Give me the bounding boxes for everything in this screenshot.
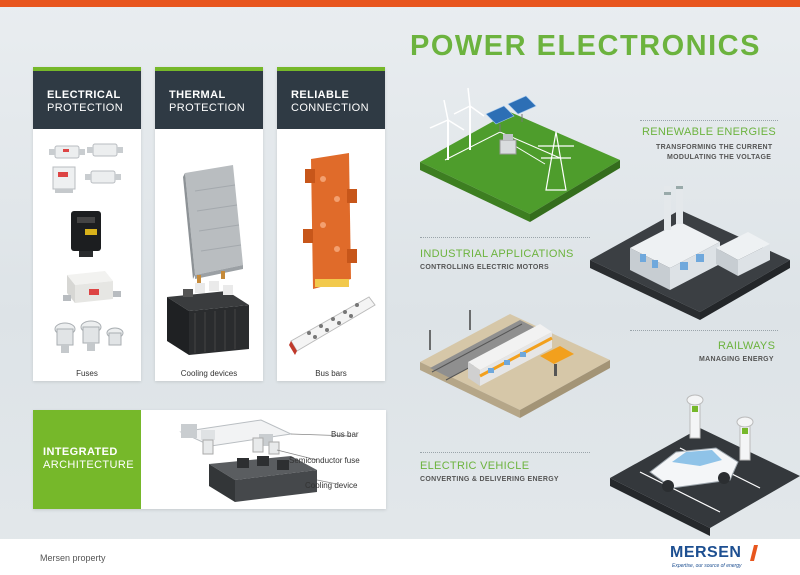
leader-fuse (276, 449, 318, 461)
heat-sink-block (167, 281, 249, 355)
busbar-laminated (289, 296, 376, 355)
footer: Mersen property MERSEN Expertise, our so… (0, 539, 800, 575)
transformer-icon (499, 134, 517, 155)
label-cooling-device: Cooling device (305, 481, 358, 490)
label-bus-bar: Bus bar (331, 430, 359, 439)
integrated-architecture-panel: INTEGRATED ARCHITECTURE Bus bar Semicond… (33, 410, 386, 509)
fuse-blades (54, 320, 124, 353)
card-reliable-connection: RELIABLE CONNECTION Bus bars (277, 67, 385, 381)
cold-plate (183, 165, 243, 283)
card-header: THERMAL PROTECTION (155, 71, 263, 129)
app-title-renewable: RENEWABLE ENERGIES (642, 126, 776, 138)
bus-bars-illustration (289, 153, 376, 355)
card-title-line2: PROTECTION (169, 102, 246, 114)
industrial-tile (590, 180, 790, 320)
card-header: ELECTRICAL PROTECTION (33, 71, 141, 129)
tram-stop-icon (540, 346, 574, 376)
integrated-assembly-illustration (179, 419, 352, 502)
assembly-fuses (202, 437, 280, 455)
card-title-line1: ELECTRICAL (47, 89, 121, 101)
fuse-small-2 (87, 143, 123, 157)
card-title-line1: THERMAL (169, 89, 226, 101)
solar-panel-icon (485, 95, 537, 132)
tram-icon (468, 324, 553, 386)
fuse-square-1 (52, 166, 76, 193)
app-title-industrial: INDUSTRIAL APPLICATIONS (420, 248, 574, 260)
leader-busbar (290, 433, 352, 437)
logo-tagline: Expertise, our source of energy (672, 563, 742, 569)
mersen-logo: MERSEN Expertise, our source of energy (670, 544, 762, 572)
app-title-railways: RAILWAYS (718, 340, 776, 352)
fuse-holder-black (71, 211, 101, 257)
card-header: RELIABLE CONNECTION (277, 71, 385, 129)
footer-property-text: Mersen property (40, 553, 106, 563)
wind-turbine-icon (429, 99, 465, 160)
fuse-small-1 (49, 145, 85, 159)
app-subtitle-renewable-1: TRANSFORMING THE CURRENT (656, 144, 773, 151)
card-caption: Fuses (76, 369, 98, 378)
card-caption: Bus bars (315, 369, 347, 378)
ev-tile (610, 394, 800, 536)
leader-cooling (316, 479, 338, 485)
fuses-illustration (49, 143, 124, 353)
cooling-devices-illustration (167, 165, 249, 355)
factory-building-icon (630, 222, 720, 290)
top-accent-bar (0, 0, 800, 7)
app-subtitle-renewable-2: MODULATING THE VOLTAGE (667, 154, 772, 161)
card-caption: Cooling devices (180, 369, 238, 378)
label-semiconductor-fuse: Semiconductor fuse (289, 456, 360, 465)
fuse-small-3 (85, 170, 121, 184)
page-title: POWER ELECTRONICS (410, 30, 761, 62)
app-subtitle-ev: CONVERTING & DELIVERING ENERGY (420, 476, 559, 483)
integrated-title-line2: ARCHITECTURE (43, 459, 134, 471)
chimney-icon (664, 180, 683, 230)
card-title-line1: RELIABLE (291, 89, 350, 101)
factory-annex-icon (716, 232, 770, 276)
card-title-line2: PROTECTION (47, 102, 124, 114)
car-icon (649, 447, 739, 492)
divider-railways (630, 330, 778, 331)
renewable-tile (420, 87, 620, 222)
assembly-cooling (209, 456, 317, 502)
wind-turbine-icon (453, 87, 485, 150)
railways-tile (420, 310, 610, 418)
charging-station-icon (686, 394, 704, 439)
card-title-line2: CONNECTION (291, 102, 369, 114)
divider-renewable (640, 120, 778, 121)
logo-wordmark: MERSEN (670, 544, 742, 561)
app-subtitle-railways: MANAGING ENERGY (699, 356, 774, 363)
app-subtitle-industrial: CONTROLLING ELECTRIC MOTORS (420, 264, 549, 271)
app-title-ev: ELECTRIC VEHICLE (420, 460, 530, 472)
card-electrical-protection: ELECTRICAL PROTECTION Fuses (33, 67, 141, 381)
integrated-title-line1: INTEGRATED (43, 446, 118, 458)
logo-accent-icon (750, 545, 758, 561)
charging-station-icon (736, 416, 754, 461)
pylon-icon (538, 131, 574, 191)
fuse-box-white (63, 271, 121, 303)
card-thermal-protection: THERMAL PROTECTION Cooling devices (155, 67, 263, 381)
divider-ev (420, 452, 590, 453)
busbar-copper (303, 153, 357, 289)
divider-industrial (420, 237, 590, 238)
integrated-header: INTEGRATED ARCHITECTURE (33, 410, 141, 509)
